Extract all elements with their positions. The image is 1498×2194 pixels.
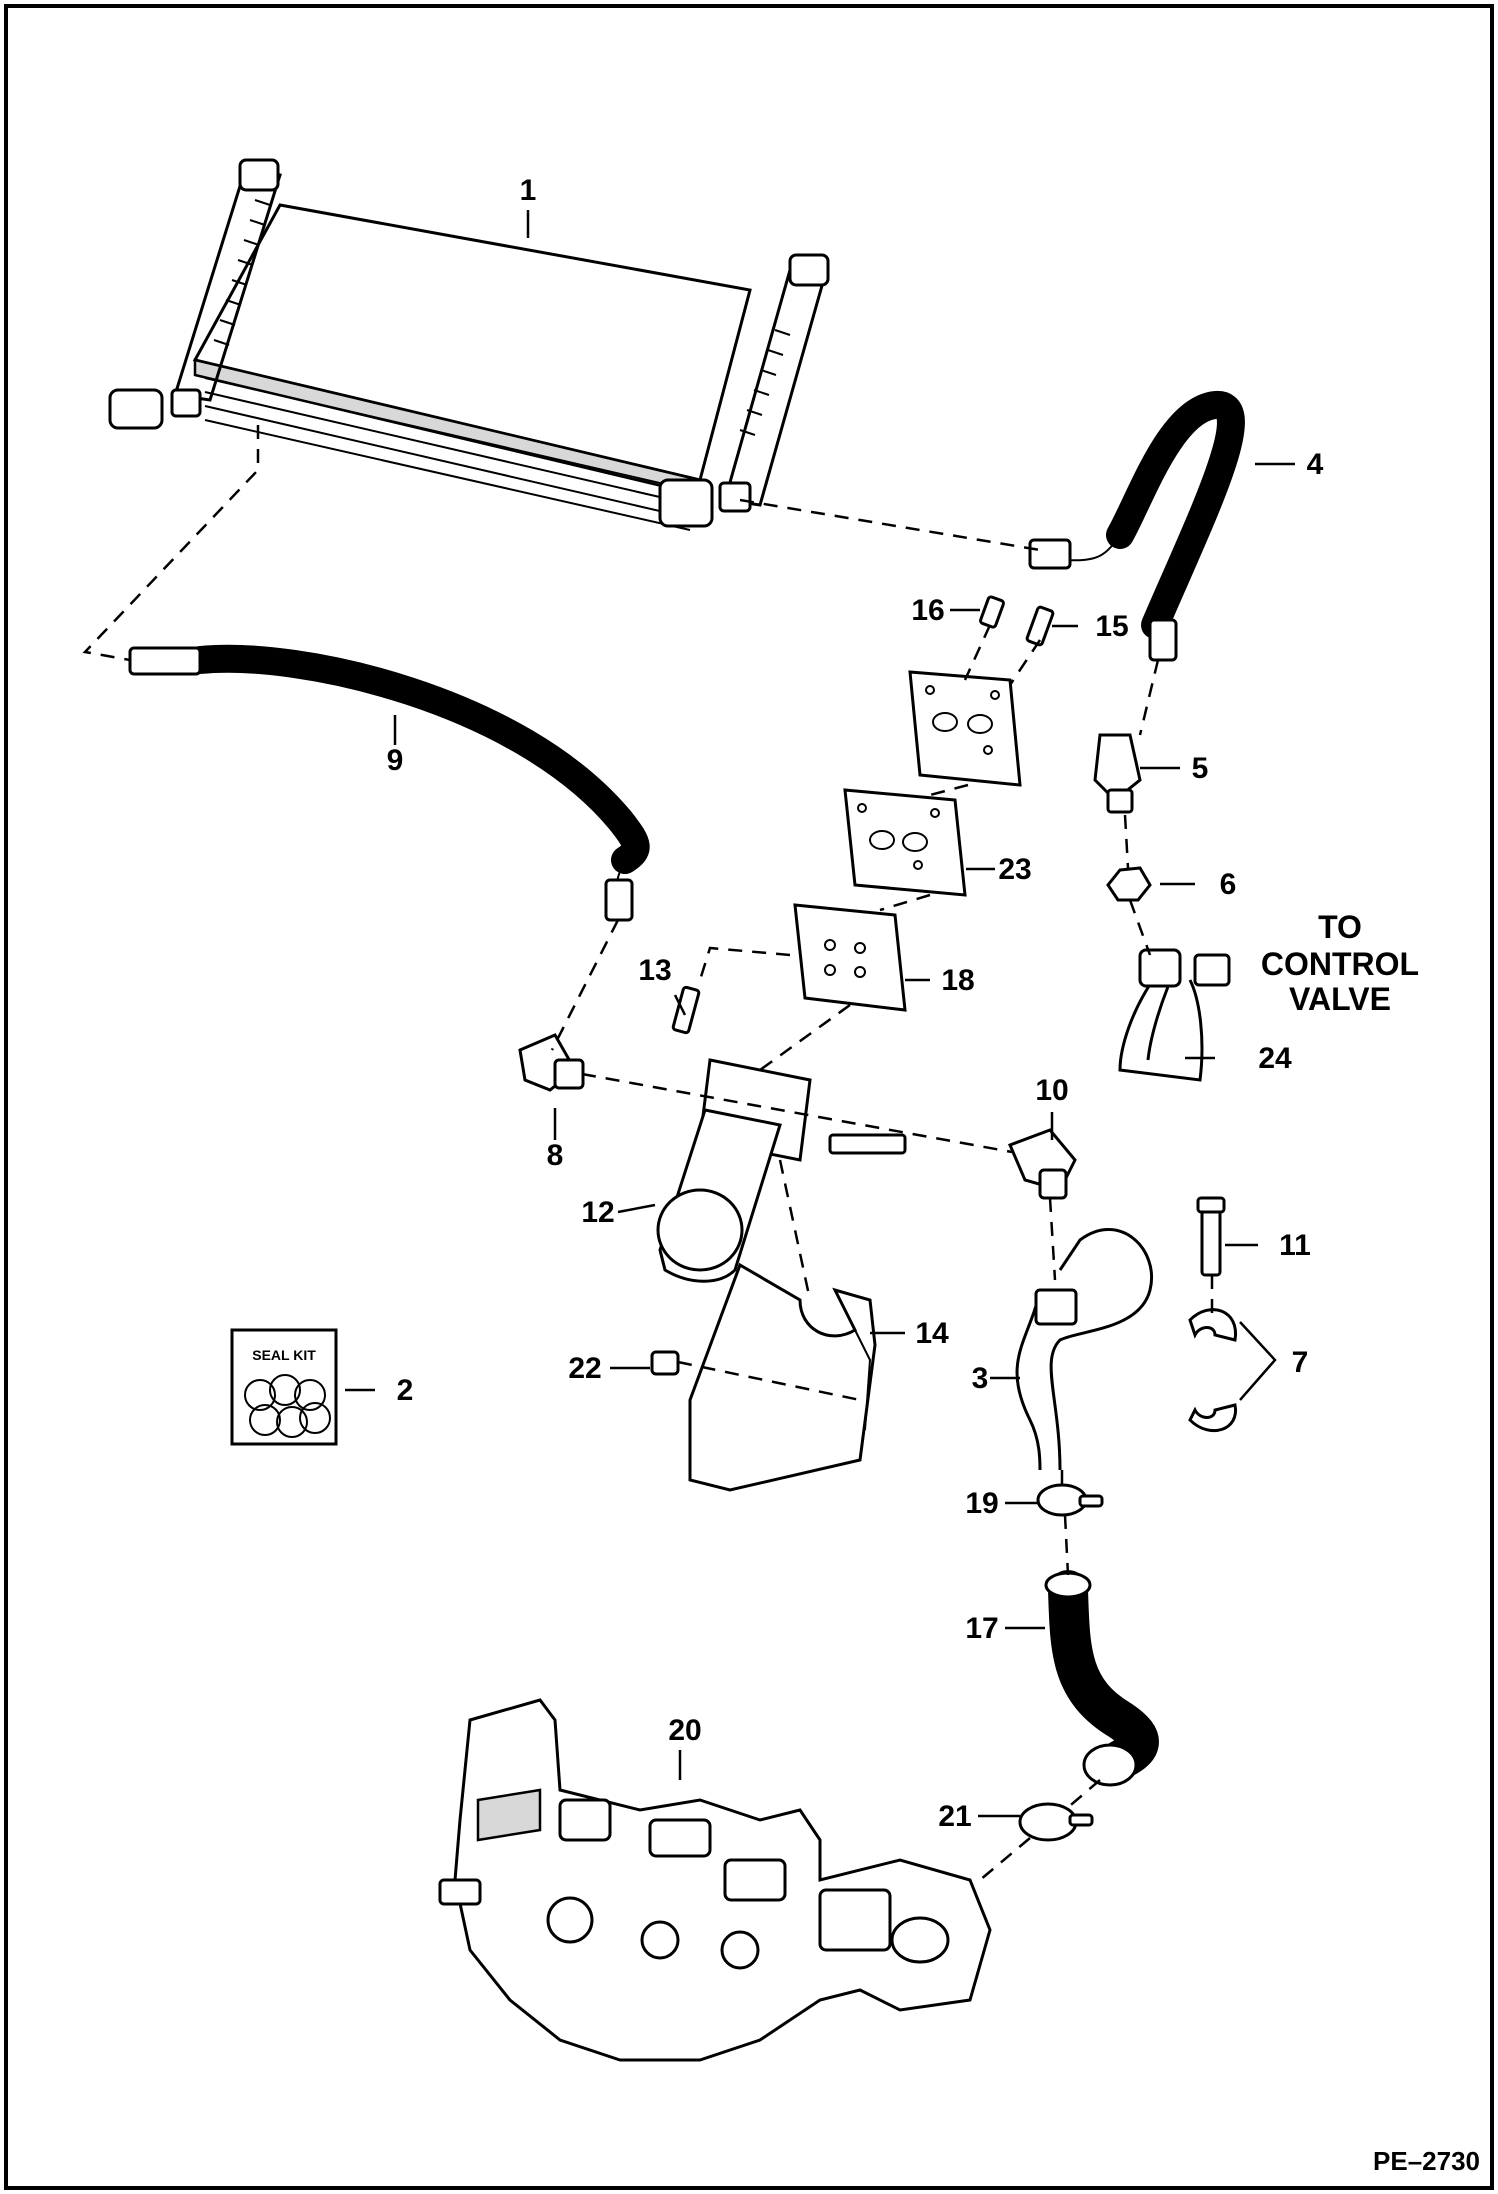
hose-left xyxy=(128,644,650,922)
seal-kit: SEAL KIT xyxy=(230,1328,338,1446)
connection-lines xyxy=(82,425,1214,1881)
callout-9: 9 xyxy=(387,744,404,777)
callout-1: 1 xyxy=(520,174,537,207)
callout-23: 23 xyxy=(998,853,1031,886)
callout-8: 8 xyxy=(547,1139,564,1172)
note-line-2: CONTROL xyxy=(1261,946,1419,982)
callout-15: 15 xyxy=(1095,610,1128,643)
callout-11: 11 xyxy=(1279,1229,1311,1262)
callout-7: 7 xyxy=(1292,1346,1309,1379)
callout-5: 5 xyxy=(1192,752,1209,785)
adapter-plates xyxy=(793,670,1022,1012)
callout-3: 3 xyxy=(972,1362,989,1395)
tube-3 xyxy=(1015,1228,1153,1471)
callout-2: 2 xyxy=(397,1374,414,1407)
callout-13: 13 xyxy=(638,954,671,987)
note-line-3: VALVE xyxy=(1289,981,1391,1017)
callout-20: 20 xyxy=(668,1714,701,1747)
clamp-7-11 xyxy=(1188,1196,1237,1433)
elbows-8-10 xyxy=(518,1033,1077,1200)
callout-18: 18 xyxy=(941,964,974,997)
leader-lines xyxy=(345,210,1295,1818)
callout-22: 22 xyxy=(568,1352,601,1385)
callout-24: 24 xyxy=(1258,1042,1292,1075)
filter-12 xyxy=(656,1058,907,1283)
callout-12: 12 xyxy=(581,1196,614,1229)
pump-20 xyxy=(438,1698,992,2062)
bolt-22 xyxy=(650,1350,680,1376)
callout-14: 14 xyxy=(915,1317,949,1350)
note-line-1: TO xyxy=(1318,909,1362,945)
oil-cooler xyxy=(108,158,830,531)
hose-upper-right xyxy=(1028,391,1245,662)
seal-kit-label: SEAL KIT xyxy=(252,1347,316,1363)
callout-4: 4 xyxy=(1307,448,1324,481)
callout-10: 10 xyxy=(1035,1074,1068,1107)
hose-17 xyxy=(1044,1570,1159,1787)
clamps-19-21 xyxy=(1018,1483,1104,1842)
diagram-border xyxy=(4,4,1494,2190)
control-valve-note: TO CONTROL VALVE xyxy=(1261,909,1419,1017)
tube-24 xyxy=(1118,948,1231,1082)
callout-21: 21 xyxy=(938,1800,971,1833)
reference-number: PE–2730 xyxy=(1373,2146,1480,2176)
callout-19: 19 xyxy=(965,1487,998,1520)
fittings-16-15 xyxy=(979,595,1055,647)
callout-6: 6 xyxy=(1220,868,1237,901)
bracket-14 xyxy=(688,1262,877,1492)
callouts: 1 4 9 16 15 5 6 23 18 13 24 8 10 12 11 1… xyxy=(387,174,1324,1833)
fittings-5-6 xyxy=(1093,733,1152,902)
bolt-13 xyxy=(671,985,701,1035)
callout-17: 17 xyxy=(965,1612,998,1645)
callout-16: 16 xyxy=(911,594,944,627)
